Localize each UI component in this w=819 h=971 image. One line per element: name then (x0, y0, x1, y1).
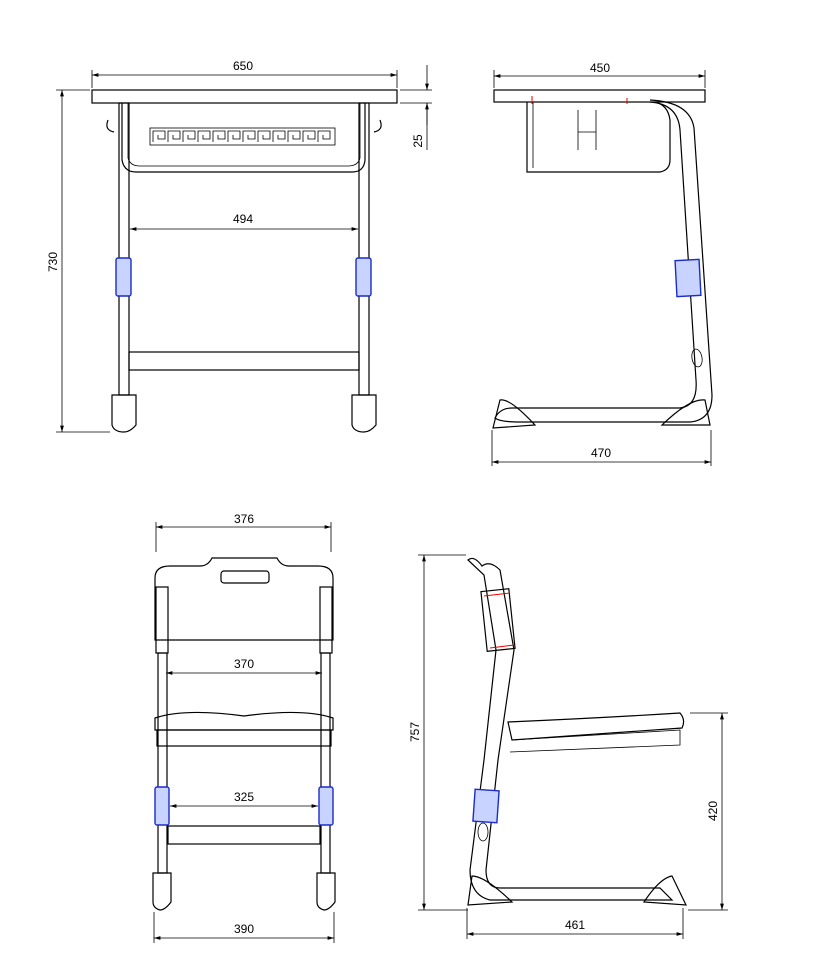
chair-backrest (154, 557, 334, 641)
chair-front-view: 376 370 325 390 (152, 512, 336, 943)
dim-top-thickness: 25 (411, 134, 425, 148)
dim-chair-base-width: 390 (234, 922, 254, 936)
backrest-handle (220, 570, 270, 584)
desk-leg-left (118, 102, 130, 396)
dim-seat-height: 420 (706, 801, 720, 821)
height-clamp-left (115, 257, 132, 297)
chair-side-clamp (472, 788, 500, 824)
desk-side-clamp (674, 258, 702, 298)
desk-foot-left (111, 394, 137, 433)
chair-leg-right (320, 652, 331, 874)
dim-leg-inner-width: 325 (234, 790, 254, 804)
chair-crossbar (167, 825, 321, 845)
dim-chair-base-depth: 461 (565, 918, 585, 932)
desk-drawer (121, 103, 366, 173)
desk-side-drawer (526, 101, 671, 173)
bag-hooks (106, 119, 382, 133)
dim-desk-base-depth: 470 (591, 446, 611, 460)
chair-seat (154, 711, 334, 731)
dim-seat-inner-width: 370 (234, 657, 254, 671)
dim-back-width: 376 (234, 512, 254, 526)
chair-clamp-right (318, 786, 334, 826)
chair-clamp-left (154, 786, 170, 826)
chair-side-view: 757 420 461 (408, 554, 728, 939)
desk-foot-right (351, 394, 377, 433)
dim-desk-inner-width: 494 (233, 212, 253, 226)
dim-desk-width: 650 (233, 59, 253, 73)
height-clamp-right (355, 257, 372, 297)
desk-side-view: 450 470 (491, 61, 713, 466)
chair-side-feet (467, 875, 687, 906)
desk-top (91, 89, 398, 104)
chair-backrest-side (480, 588, 516, 652)
desk-side-feet (492, 399, 711, 429)
desk-leg-right (358, 102, 370, 396)
desk-crossbar (128, 351, 360, 371)
dim-desk-height: 730 (46, 252, 60, 272)
desk-side-top (493, 89, 706, 103)
chair-feet (152, 872, 336, 911)
chair-seat-side (507, 712, 685, 741)
chair-side-frame (467, 557, 674, 901)
greek-key-pattern (149, 127, 336, 146)
chair-leg-left (157, 652, 168, 874)
desk-front-view: 650 730 25 494 (46, 59, 432, 433)
dim-desk-depth: 450 (590, 61, 610, 75)
dim-chair-height: 757 (408, 722, 422, 742)
